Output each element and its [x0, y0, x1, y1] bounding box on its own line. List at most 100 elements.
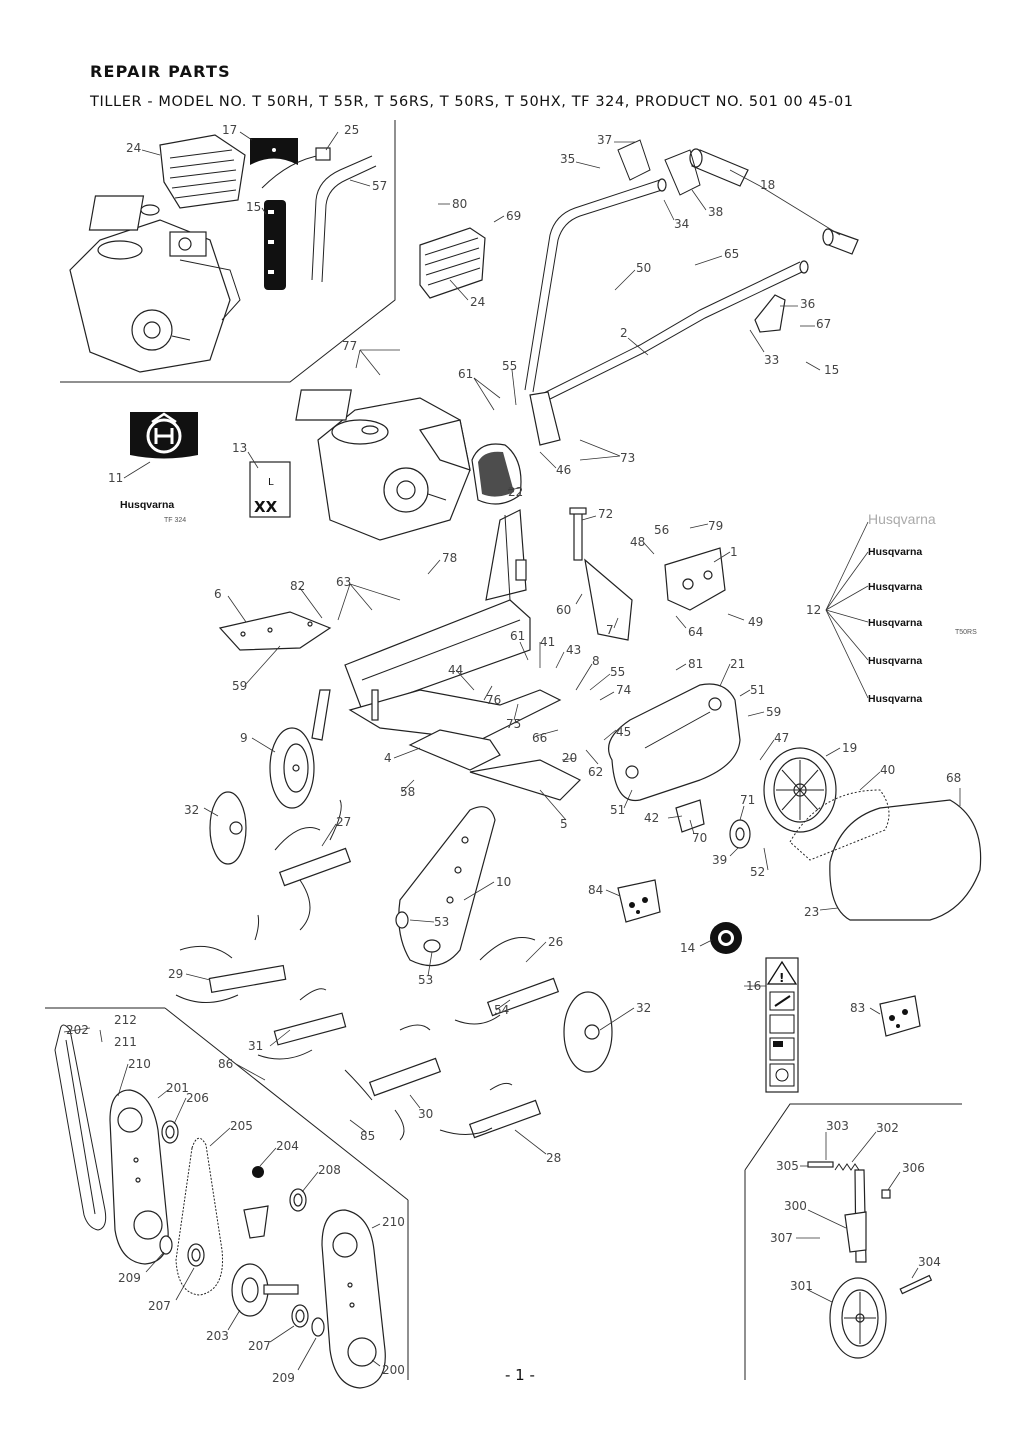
- callout-c83: 83: [850, 1001, 865, 1015]
- grip-18: [689, 148, 859, 255]
- callout-c66: 66: [532, 731, 547, 745]
- column-frame: [485, 509, 527, 601]
- page-number: - 1 -: [505, 1366, 535, 1384]
- decal-14: [710, 922, 742, 954]
- belt-cover-23: [789, 789, 982, 921]
- callout-c31: 31: [248, 1039, 263, 1053]
- callout-c4: 4: [384, 751, 392, 765]
- callout-c33: 33: [764, 353, 779, 367]
- callout-c53b: 53: [418, 973, 433, 987]
- callout-c306: 306: [902, 1161, 925, 1175]
- callout-c15b: 15: [824, 363, 839, 377]
- callout-c32b: 32: [636, 1001, 651, 1015]
- callout-c11: 11: [108, 471, 123, 485]
- warning-decal-strip-16: !: [765, 957, 799, 1093]
- callout-c82: 82: [290, 579, 305, 593]
- callout-c7: 7: [606, 623, 614, 637]
- callout-c75: 75: [506, 717, 521, 731]
- callout-c63: 63: [336, 575, 351, 589]
- callout-c43: 43: [566, 643, 581, 657]
- callout-c40: 40: [880, 763, 895, 777]
- callout-c17: 17: [222, 123, 237, 137]
- nut-306: [881, 1189, 891, 1199]
- callout-c46: 46: [556, 463, 571, 477]
- callout-c24a: 24: [126, 141, 141, 155]
- callout-c29: 29: [168, 967, 183, 981]
- callout-c32a: 32: [184, 803, 199, 817]
- tine-shaft-housing-10: [395, 806, 496, 967]
- callout-c200: 200: [382, 1363, 405, 1377]
- callout-c53a: 53: [434, 915, 449, 929]
- callout-c18: 18: [760, 178, 775, 192]
- transport-wheel-19: [763, 747, 837, 833]
- callout-c50: 50: [636, 261, 651, 275]
- decal-83: [879, 995, 921, 1037]
- callout-c28: 28: [546, 1151, 561, 1165]
- decal-12-tag: T50RS: [955, 629, 977, 636]
- callout-c300: 300: [784, 1199, 807, 1213]
- grille-guard-24-mid: [419, 227, 486, 299]
- tine-assembly-31: [257, 988, 347, 1060]
- callout-c14: 14: [680, 941, 695, 955]
- group-frame-lines: [45, 120, 962, 1380]
- callout-c61a: 61: [458, 367, 473, 381]
- plate-6: [218, 611, 332, 651]
- bolt-303: [807, 1161, 834, 1168]
- pin-72: [569, 507, 587, 561]
- callout-c57: 57: [372, 179, 387, 193]
- side-shield-32-left: [209, 791, 247, 865]
- callout-c30: 30: [418, 1107, 433, 1121]
- leader-lines: [63, 131, 961, 1371]
- callout-c212: 212: [114, 1013, 137, 1027]
- decal-13: L XX: [249, 461, 291, 518]
- callout-c76: 76: [486, 693, 501, 707]
- callout-c19: 19: [842, 741, 857, 755]
- decal-12-line-3: Husqvarna: [868, 617, 922, 629]
- callout-c80: 80: [452, 197, 467, 211]
- callout-c9: 9: [240, 731, 248, 745]
- callout-c10: 10: [496, 875, 511, 889]
- callout-c71: 71: [740, 793, 755, 807]
- callout-c206: 206: [186, 1091, 209, 1105]
- pulley-39: [729, 819, 751, 849]
- callout-c44: 44: [448, 663, 463, 677]
- callout-c305: 305: [776, 1159, 799, 1173]
- callout-c74: 74: [616, 683, 631, 697]
- callout-c209b: 209: [272, 1371, 295, 1385]
- decal-12-grey-text: Husqvarna: [868, 511, 936, 527]
- callout-c26: 26: [548, 935, 563, 949]
- callout-c64: 64: [688, 625, 703, 639]
- callout-c12: 12: [806, 603, 821, 617]
- decal-12-line-2: Husqvarna: [868, 581, 922, 593]
- decal-12-line-4: Husqvarna: [868, 655, 922, 667]
- callout-c36: 36: [800, 297, 815, 311]
- callout-c1: 1: [730, 545, 738, 559]
- callout-c51a: 51: [750, 683, 765, 697]
- callout-c13: 13: [232, 441, 247, 455]
- callout-c73: 73: [620, 451, 635, 465]
- callout-c38: 38: [708, 205, 723, 219]
- callout-c204: 204: [276, 1139, 299, 1153]
- callout-c54: 54: [494, 1003, 509, 1017]
- callout-c35: 35: [560, 152, 575, 166]
- svg-text:!: !: [779, 971, 784, 985]
- callout-c25: 25: [344, 123, 359, 137]
- chain-case-half-200: [321, 1209, 386, 1389]
- bearing-206: [161, 1120, 179, 1144]
- callout-c81: 81: [688, 657, 703, 671]
- callout-c41: 41: [540, 635, 555, 649]
- callout-c68: 68: [946, 771, 961, 785]
- spring-302: [834, 1163, 860, 1171]
- callout-c69: 69: [506, 209, 521, 223]
- husqvarna-logo-decal-11: Husqvarna TF 324: [120, 412, 198, 524]
- callout-c55b: 55: [610, 665, 625, 679]
- callout-c37: 37: [597, 133, 612, 147]
- tube-7: [584, 558, 633, 641]
- handlebar-2: [524, 178, 809, 446]
- decal-13-label: L: [268, 477, 274, 488]
- callout-c207a: 207: [148, 1299, 171, 1313]
- grille-guard-24-top: [159, 134, 246, 209]
- decal-13-marks: XX: [254, 498, 278, 516]
- sprocket-shaft-203: [231, 1263, 299, 1317]
